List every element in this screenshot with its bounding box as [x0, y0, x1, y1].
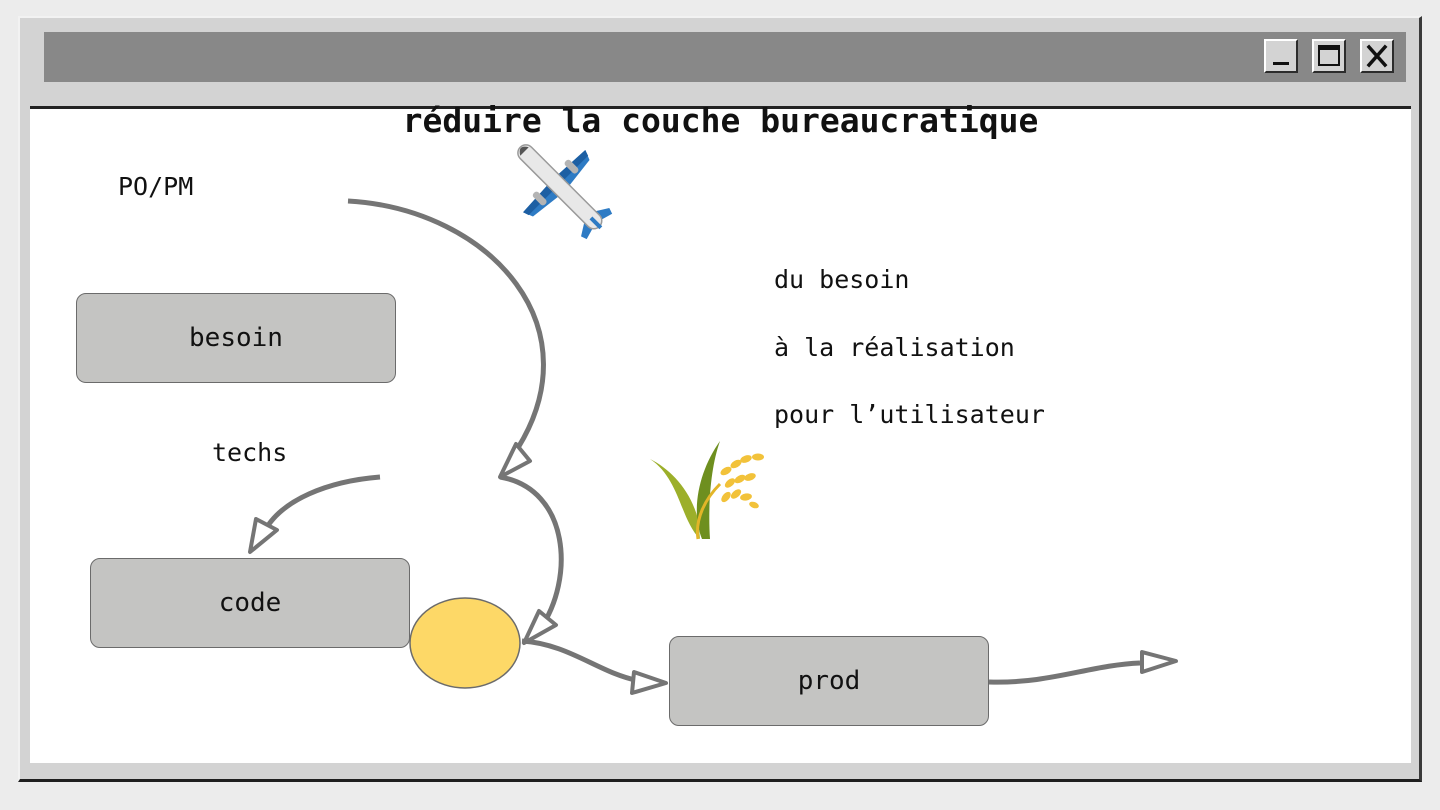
- close-button[interactable]: [1360, 39, 1394, 73]
- merge-node: [409, 597, 521, 689]
- minimize-icon: [1273, 62, 1289, 65]
- maximize-button[interactable]: [1312, 39, 1346, 73]
- airplane-icon: [517, 144, 613, 240]
- prod-out-arrowhead: [1140, 650, 1178, 674]
- prod-box: prod: [669, 636, 989, 726]
- flow-arrows-layer: [248, 144, 1178, 695]
- po-pm-arrowhead: [498, 442, 532, 479]
- rice-plant-icon: [650, 441, 764, 540]
- app-window: réduire la couche bureaucratique PO/PM t…: [18, 16, 1422, 782]
- merge-arrowhead: [522, 609, 558, 645]
- techs-flow-arrow: [260, 474, 381, 536]
- merge-flow-arrow: [499, 474, 564, 631]
- po-pm-label: PO/PM: [118, 172, 194, 201]
- to-prod-flow-arrow: [521, 638, 641, 684]
- diagram-canvas: réduire la couche bureaucratique PO/PM t…: [30, 101, 1411, 763]
- text-line-1: du besoin: [774, 265, 910, 294]
- text-line-2: à la réalisation: [774, 333, 1015, 362]
- maximize-icon: [1318, 45, 1340, 66]
- window-titlebar[interactable]: [44, 32, 1406, 82]
- close-icon: [1366, 44, 1388, 68]
- to-prod-arrowhead: [630, 670, 668, 695]
- code-box: code: [90, 558, 410, 648]
- minimize-button[interactable]: [1264, 39, 1298, 73]
- techs-arrowhead: [248, 517, 279, 554]
- techs-label: techs: [212, 438, 288, 467]
- po-pm-flow-arrow: [347, 198, 546, 459]
- besoin-box: besoin: [76, 293, 396, 383]
- diagram-title: réduire la couche bureaucratique: [402, 101, 1039, 140]
- text-line-3: pour l’utilisateur: [774, 400, 1045, 429]
- prod-out-flow-arrow: [988, 660, 1141, 685]
